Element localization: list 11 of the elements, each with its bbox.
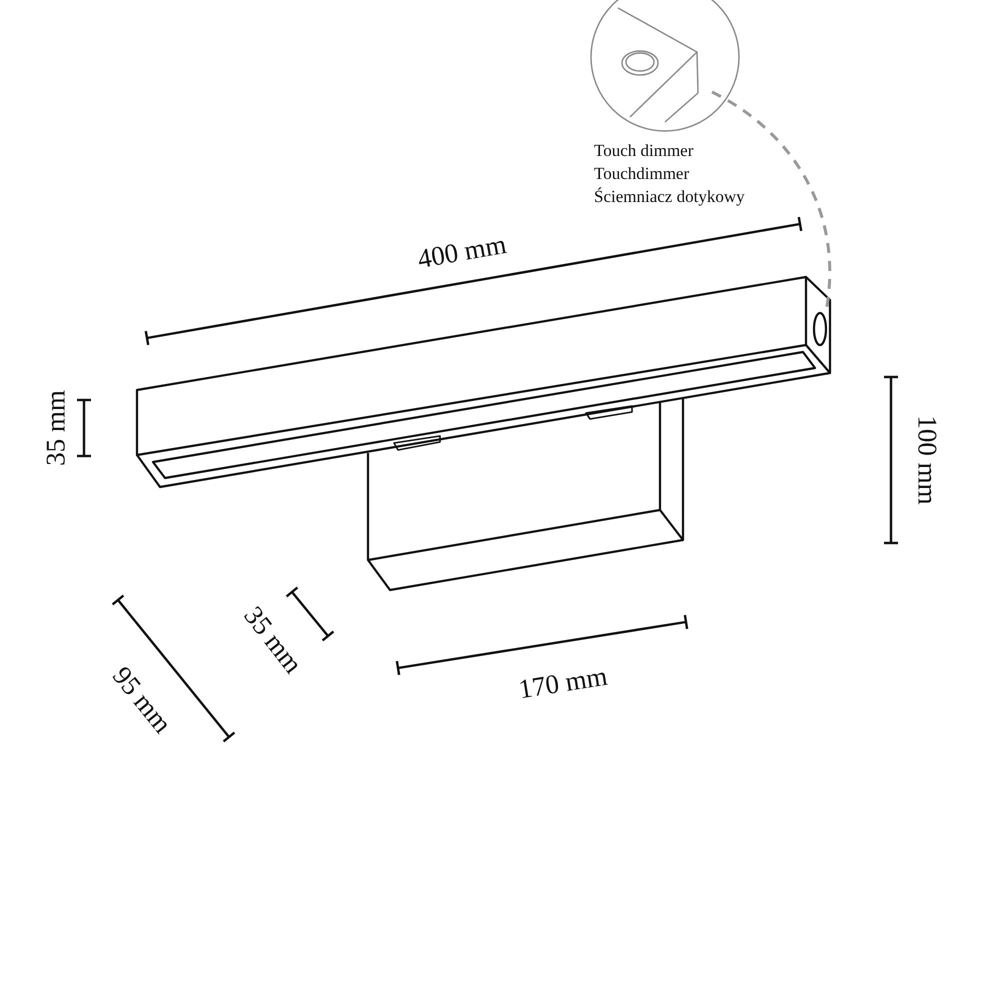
dimension-label: 35 mm <box>42 390 70 466</box>
dimension-label: 35 mm <box>239 602 307 678</box>
dimension-label: 100 mm <box>914 415 940 505</box>
touch-button <box>812 311 828 347</box>
callout-text: Ściemniacz dotykowy <box>594 188 745 205</box>
callout-text: Touch dimmer <box>594 142 694 159</box>
dimension-label: 170 mm <box>516 662 610 704</box>
dimension-label: 95 mm <box>108 662 176 738</box>
dimension-label: 400 mm <box>416 230 508 274</box>
detail-inset-drawing <box>590 0 740 132</box>
callout-text: Touchdimmer <box>594 165 690 182</box>
